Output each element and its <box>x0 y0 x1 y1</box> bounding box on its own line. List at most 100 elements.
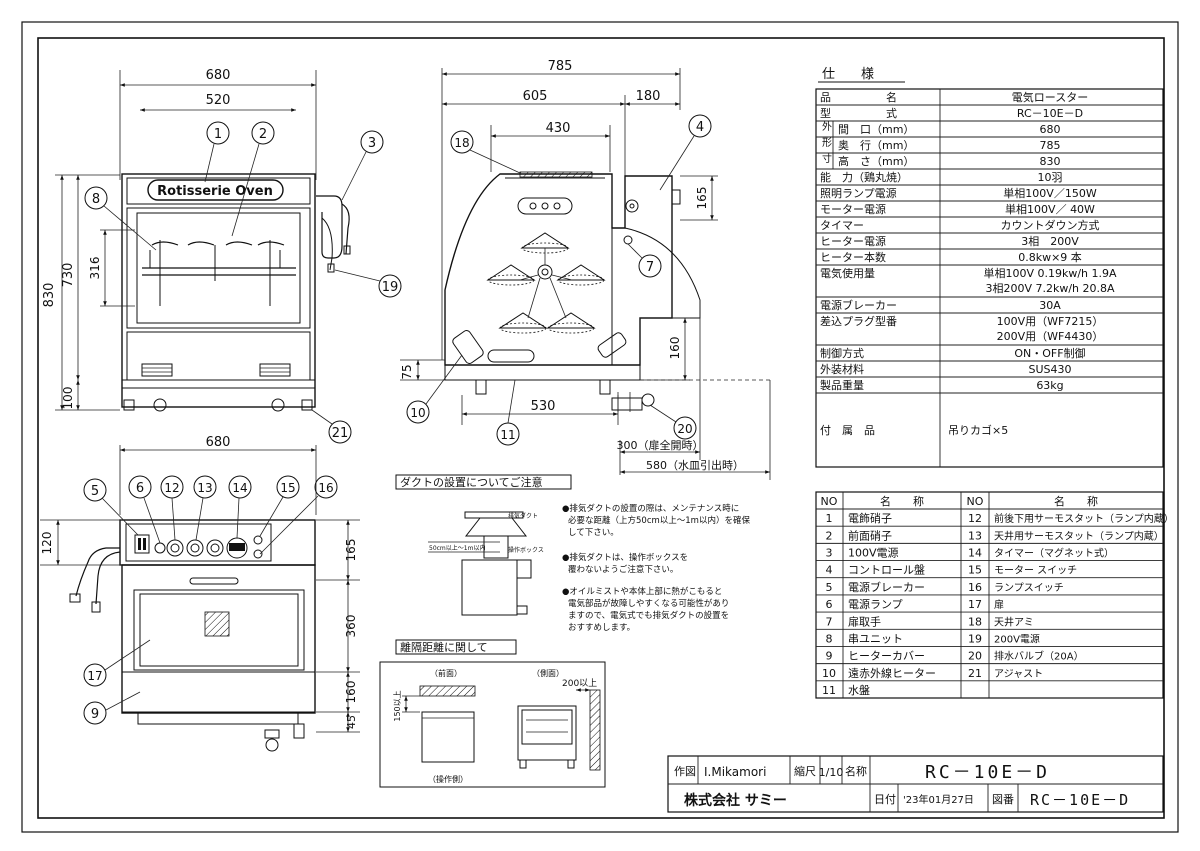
clearance-200: 200以上 <box>562 678 597 689</box>
spec-row-label: 外装材料 <box>820 362 864 376</box>
spec-row-value: 30A <box>1039 299 1061 312</box>
product-name: RC－10E－D <box>925 762 1050 783</box>
spec-row-label: ヒーター電源 <box>820 234 886 248</box>
parts-no: 4 <box>826 564 833 577</box>
callout-19: 19 <box>382 280 399 295</box>
callout-14: 14 <box>232 481 247 495</box>
spec-row-label: 高 さ（mm） <box>838 154 914 168</box>
parts-no: 12 <box>968 512 982 525</box>
parts-name: 200V電源 <box>994 632 1040 645</box>
parts-name: モーター スイッチ <box>994 565 1077 577</box>
duct-dist-label: 50cm以上～1m以内 <box>429 544 485 552</box>
panel-h360: 360 <box>344 615 358 638</box>
callout-9: 9 <box>91 707 99 722</box>
scale-value: 1/10 <box>819 766 844 779</box>
parts-header: 名 称 <box>880 494 924 508</box>
spec-row-label: 能 力（鶏丸焼） <box>820 170 908 184</box>
spec-row-value: 100V用（WF7215） <box>997 315 1104 328</box>
duct-note-line-2: 必要な距離（上方50cm以上～1m以内）を確保 <box>568 515 750 526</box>
title-block: 作図 I.Mikamori 縮尺 1/10 名称 RC－10E－D 株式会社 サ… <box>667 755 1164 813</box>
parts-no: 18 <box>968 615 982 628</box>
parts-name: 排水バルブ（20A） <box>994 650 1084 663</box>
parts-no: 14 <box>968 547 982 560</box>
parts-name: コントロール盤 <box>848 564 925 577</box>
sheet-inner-border <box>37 37 1165 819</box>
callout-6: 6 <box>136 481 144 496</box>
spec-row-label: ヒーター本数 <box>820 250 886 264</box>
parts-name: アジャスト <box>994 669 1043 680</box>
callout-12: 12 <box>164 481 179 495</box>
parts-name: 電源ランプ <box>848 597 903 611</box>
parts-no: 7 <box>826 615 833 628</box>
duct-note-line-6: ●オイルミストや本体上部に熱がこもると <box>562 586 722 597</box>
spec-row-label: モーター電源 <box>820 202 886 216</box>
callout-8: 8 <box>92 192 100 207</box>
duct-note-title: ダクトの設置についてご注意 <box>400 475 543 489</box>
side-dim-75: 75 <box>400 364 414 379</box>
callout-1: 1 <box>214 127 222 142</box>
duct-note-line-3: して下さい。 <box>568 528 619 538</box>
date-label: 日付 <box>874 793 896 806</box>
side-depth-main: 605 <box>523 89 548 104</box>
operator-label: （操作側） <box>428 774 468 784</box>
duct-note-line-8: ますので、電気式でも排気ダクトの設置を <box>568 610 729 621</box>
parts-name: ヒーターカバー <box>848 650 925 663</box>
spec-row-label: 型 式 <box>820 106 897 120</box>
parts-header: 名 称 <box>1054 494 1098 508</box>
spec-row-value-2: 3相200V 7.2kw/h 20.8A <box>985 282 1115 295</box>
parts-no: 1 <box>826 512 833 525</box>
front-height-base: 100 <box>61 387 75 410</box>
parts-name: 電飾硝子 <box>848 512 892 525</box>
parts-name: 前面硝子 <box>848 528 892 542</box>
spec-row-value: カウントダウン方式 <box>1001 218 1100 232</box>
side-depth-rear: 180 <box>636 89 661 104</box>
parts-no: 3 <box>826 547 833 560</box>
parts-no: 16 <box>968 581 982 594</box>
drawn-by: I.Mikamori <box>704 765 766 779</box>
callout-11: 11 <box>500 428 515 442</box>
spec-row-value: 830 <box>1040 155 1061 168</box>
callout-7: 7 <box>646 260 654 275</box>
callout-10: 10 <box>410 406 425 420</box>
spec-row-value: 680 <box>1040 123 1061 136</box>
spec-dims-group-2: 形 <box>822 137 832 149</box>
callout-2: 2 <box>259 127 267 142</box>
scale-label: 縮尺 <box>794 764 816 778</box>
callout-15: 15 <box>280 481 295 495</box>
parts-no: 9 <box>826 650 833 663</box>
date-value: '23年01月27日 <box>903 793 974 806</box>
spec-row-label: 品 名 <box>820 90 897 104</box>
parts-name: 前後下用サーモスタット（ランプ内蔵） <box>994 512 1174 525</box>
spec-row-value: 吊りカゴ×5 <box>948 423 1008 437</box>
panel-width: 680 <box>206 435 231 450</box>
company-name: 株式会社 サミー <box>684 792 787 809</box>
parts-name: 遠赤外線ヒーター <box>848 666 936 680</box>
callout-3: 3 <box>368 136 376 151</box>
parts-no: 10 <box>822 667 836 680</box>
parts-header: NO <box>967 495 984 508</box>
spec-title: 仕 様 <box>822 67 874 82</box>
duct-note-line-4: ●排気ダクトは、操作ボックスを <box>562 552 688 563</box>
parts-no: 20 <box>968 650 982 663</box>
spec-row-value: ON・OFF制御 <box>1014 346 1085 360</box>
clearance-150: 150以上 <box>393 690 402 721</box>
panel-h45: 45 <box>345 715 358 729</box>
spec-row-value: 63kg <box>1036 379 1063 392</box>
front-label: （前面） <box>430 668 462 678</box>
side-depth-top: 430 <box>546 121 571 136</box>
box-label: 操作ボックス <box>508 546 544 554</box>
drawing-label: 図番 <box>992 793 1014 806</box>
callout-4: 4 <box>696 120 704 135</box>
parts-no: 8 <box>826 632 833 645</box>
duct-label: 排気ダクト <box>508 512 538 520</box>
spec-dims-group-3: 寸 <box>822 152 832 165</box>
parts-name: 電源ブレーカー <box>848 580 925 594</box>
callout-13: 13 <box>197 481 212 495</box>
side-dim-530: 530 <box>531 399 556 414</box>
duct-note-line-9: おすすめします。 <box>568 623 635 633</box>
parts-name: 天井アミ <box>994 615 1034 628</box>
parts-no: 6 <box>826 598 833 611</box>
brand-label: Rotisserie Oven <box>157 184 273 199</box>
spec-row-value: 電気ロースター <box>1012 90 1088 104</box>
